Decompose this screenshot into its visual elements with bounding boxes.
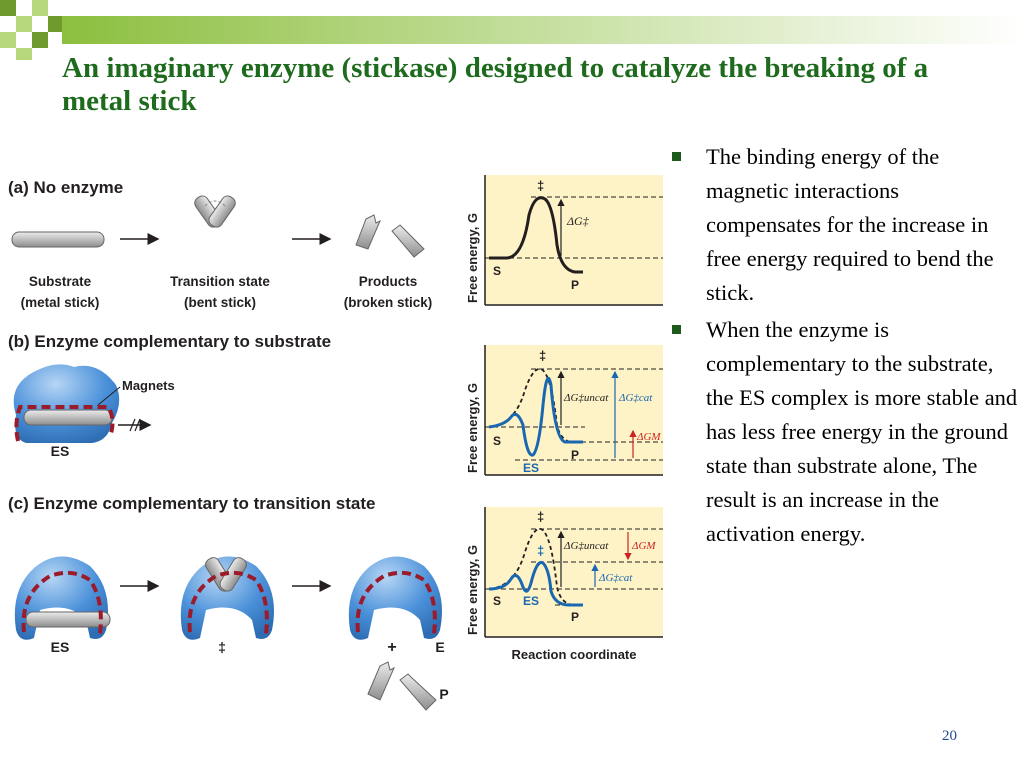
es-label-b: ES [51,443,70,459]
bullet-square-icon [672,325,681,334]
catalyzed-curve [488,376,583,457]
p-label-c: P [439,686,448,702]
deco-square [0,0,16,16]
bullet-item: When the enzyme is complementary to the … [668,313,1018,551]
es-label-c: ES [51,639,70,655]
products-sublabel: (broken stick) [344,295,433,310]
delta-g-m-label: ΔGM [631,540,656,552]
magnet-strip [355,570,437,635]
substrate-stick [23,409,113,426]
p-label: P [571,448,579,462]
panel-a-heading: (a) No enzyme [8,178,123,197]
deco-square [32,0,48,16]
energy-curve [489,196,583,274]
ts-label-c: ‡ [218,639,226,655]
enzyme-shape [13,364,120,443]
enzyme-figure: (a) No enzyme Substrate (metal stick) Tr… [8,175,663,711]
enzyme-c-e [348,556,442,640]
energy-graph-c: Free energy, G ‡ ‡ S ES P ΔG‡uncat ΔG‡ca… [465,507,663,662]
magnet-strip [187,570,269,635]
uncatalyzed-curve [488,367,576,443]
magnets-label: Magnets [122,378,175,393]
deco-square [32,32,48,48]
ts-marker: ‡ [537,509,544,524]
products-label: Products [359,274,418,289]
product-pieces [367,661,437,711]
header-bar [62,16,1024,44]
ts-marker: ‡ [537,178,544,193]
substrate-stick [11,231,105,248]
panel-b-heading: (b) Enzyme complementary to substrate [8,332,331,351]
e-label: E [435,639,444,655]
bullet-square-icon [672,152,681,161]
delta-g-cat-label: ΔG‡cat [598,572,633,584]
s-label: S [493,264,501,278]
p-label: P [571,278,579,292]
delta-g-uncat-label: ΔG‡uncat [563,392,609,404]
delta-g-m-label: ΔGM [636,431,661,443]
substrate-stick [25,611,111,628]
enzyme-c-ts [180,556,274,640]
bullet-list: The binding energy of the magnetic inter… [668,140,1018,554]
delta-g-label: ΔG‡ [566,214,590,228]
deco-square [0,32,16,48]
s-label: S [493,434,501,448]
substrate-sublabel: (metal stick) [21,295,100,310]
p-label: P [571,610,579,624]
energy-graph-a: Free energy, G ‡ S P ΔG‡ [465,175,663,306]
x-axis-label: Reaction coordinate [512,647,637,662]
bullet-text: When the enzyme is complementary to the … [706,317,1018,546]
transition-sublabel: (bent stick) [184,295,256,310]
plus-label: + [387,639,396,656]
slide-title: An imaginary enzyme (stickase) designed … [62,52,929,117]
deco-square [48,16,62,32]
y-axis-label: Free energy, G [465,213,480,303]
bent-stick [194,195,236,228]
substrate-label: Substrate [29,274,92,289]
magnet-strip [14,405,115,442]
es-label: ES [523,461,539,475]
header-decoration [0,0,1024,60]
bullet-item: The binding energy of the magnetic inter… [668,140,1018,310]
magnet-strip [21,570,103,635]
deco-square [16,48,32,60]
y-axis-label: Free energy, G [465,545,480,635]
ts-marker-cat: ‡ [537,543,544,558]
delta-g-cat-label: ΔG‡cat [618,392,653,404]
energy-graph-b: Free energy, G ‡ S P ES ΔG‡uncat ΔG‡cat … [465,345,663,476]
panel-c-heading: (c) Enzyme complementary to transition s… [8,494,375,513]
enzyme-b [13,364,120,443]
uncatalyzed-curve [488,528,576,606]
deco-square [16,16,32,32]
ts-marker: ‡ [539,348,546,363]
enzyme-c-es [14,556,111,640]
page-number: 20 [942,728,957,744]
bullet-text: The binding energy of the magnetic inter… [706,144,994,305]
transition-label: Transition state [170,274,270,289]
broken-stick [355,214,425,258]
y-axis-label: Free energy, G [465,383,480,473]
delta-g-uncat-label: ΔG‡uncat [563,540,609,552]
catalyzed-curve [488,560,583,607]
es-label: ES [523,594,539,608]
magnets-pointer [97,386,121,406]
s-label: S [493,594,501,608]
